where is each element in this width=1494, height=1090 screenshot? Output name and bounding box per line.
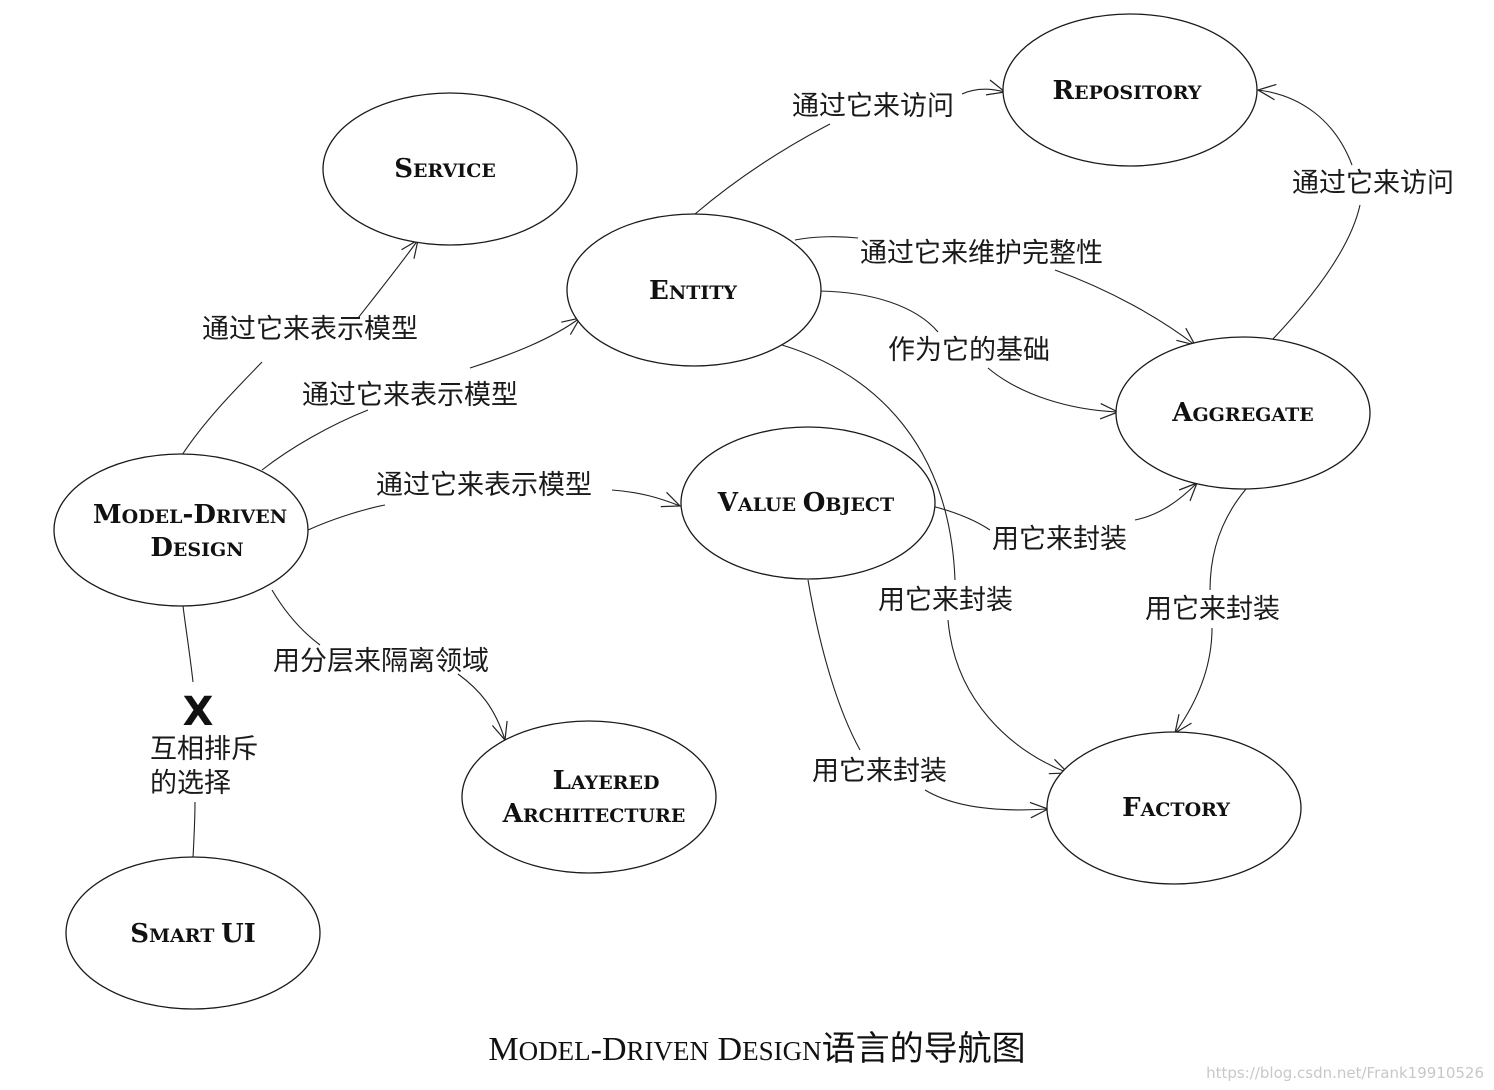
node-label-mdd-line1: MODEL-DRIVEN	[93, 500, 287, 530]
node-service: SERVICE	[322, 92, 578, 246]
node-entity: ENTITY	[566, 213, 822, 367]
edge-label-mdd-value-object: 通过它来表示模型	[376, 470, 592, 501]
edge-label-aggregate-repository: 通过它来访问	[1292, 168, 1454, 199]
watermark: https://blog.csdn.net/Frank19910526	[1206, 1064, 1484, 1082]
node-label-layered-line2: ARCHITECTURE	[502, 799, 686, 829]
node-label-entity: ENTITY	[649, 276, 737, 306]
node-label-repository: REPOSITORY	[1053, 76, 1202, 106]
edge-mdd-smart-ui-bottom	[192, 801, 196, 859]
edge-label-entity-repository: 通过它来访问	[792, 91, 954, 122]
edge-mdd-value-object-arrow	[611, 489, 682, 508]
node-aggregate: AGGREGATE	[1115, 336, 1371, 490]
edge-entity-repository	[694, 123, 831, 215]
edge-label-entity-aggregate-basis: 作为它的基础	[888, 335, 1050, 366]
node-value-object: VALUE OBJECT	[680, 426, 936, 580]
edge-mdd-entity-arrow	[469, 317, 582, 369]
edge-entity-factory-arrow	[947, 619, 1070, 775]
edge-value-object-factory	[807, 579, 861, 751]
edge-value-object-aggregate-arrow	[1134, 481, 1199, 521]
node-label-factory: FACTORY	[1122, 793, 1230, 823]
edge-entity-aggregate-basis-arrow	[987, 367, 1120, 420]
node-model-driven-design: MODEL-DRIVEN DESIGN	[53, 453, 309, 607]
edge-aggregate-factory-arrow	[1174, 627, 1213, 735]
edge-aggregate-repository-arrow	[1256, 83, 1353, 166]
edge-label-value-object-factory: 用它来封装	[812, 756, 947, 787]
edge-aggregate-repository	[1271, 204, 1361, 341]
node-factory: FACTORY	[1046, 731, 1302, 885]
edge-aggregate-factory	[1209, 488, 1247, 591]
edge-entity-aggregate-basis	[819, 290, 939, 333]
edge-label-mdd-smart-ui-line1: 互相排斥	[150, 734, 258, 765]
node-repository: REPOSITORY	[1002, 13, 1258, 167]
mutually-exclusive-x-mark: X	[183, 689, 214, 735]
node-label-value-object: VALUE OBJECT	[717, 488, 894, 518]
edge-label-mdd-layered: 用分层来隔离领域	[273, 646, 489, 677]
diagram-caption: MODEL-DRIVEN DESIGN语言的导航图	[488, 1030, 1025, 1068]
edge-label-value-object-aggregate: 用它来封装	[992, 524, 1127, 555]
node-smart-ui: SMART UI	[65, 856, 321, 1010]
edge-label-entity-aggregate-integrity: 通过它来维护完整性	[860, 238, 1103, 269]
node-label-mdd-line2: DESIGN	[150, 533, 243, 563]
node-label-smart-ui: SMART UI	[130, 919, 256, 949]
edge-label-mdd-entity: 通过它来表示模型	[302, 380, 518, 411]
node-label-layered-line1: LAYERED	[553, 766, 660, 796]
edge-mdd-smart-ui-top	[182, 605, 194, 683]
edge-label-mdd-service: 通过它来表示模型	[202, 314, 418, 345]
edge-entity-aggregate-integrity	[794, 236, 859, 241]
edge-mdd-layered	[271, 589, 321, 646]
edge-label-mdd-smart-ui-line2: 的选择	[150, 768, 231, 799]
edge-mdd-service-arrow	[357, 238, 419, 319]
node-layered-architecture: LAYERED ARCHITECTURE	[461, 720, 717, 874]
edge-mdd-service	[181, 361, 263, 456]
edge-entity-repository-arrow	[961, 79, 1007, 96]
edge-label-aggregate-factory: 用它来封装	[1145, 594, 1280, 625]
edge-entity-factory	[781, 344, 956, 581]
node-label-aggregate: AGGREGATE	[1171, 398, 1313, 428]
edge-mdd-entity	[261, 409, 369, 471]
edge-label-entity-factory: 用它来封装	[878, 585, 1013, 616]
edge-mdd-value-object	[307, 504, 386, 531]
edge-value-object-factory-arrow	[924, 789, 1050, 819]
edge-value-object-aggregate	[931, 505, 991, 531]
node-label-service: SERVICE	[394, 154, 496, 184]
edge-entity-aggregate-integrity-arrow	[1054, 269, 1197, 346]
edge-mdd-layered-arrow	[457, 673, 508, 742]
